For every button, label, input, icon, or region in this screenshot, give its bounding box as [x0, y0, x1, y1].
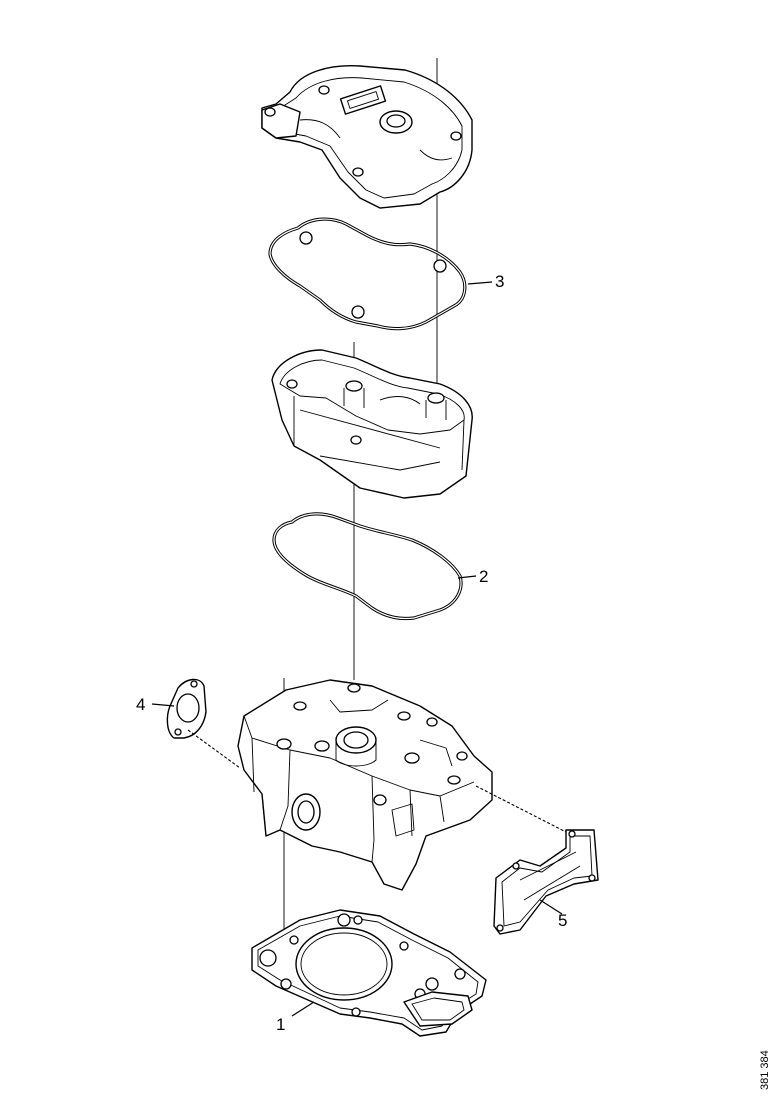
intake-gasket — [166, 678, 241, 769]
valve-cover — [261, 65, 473, 209]
callout-1: 1 — [276, 1015, 285, 1034]
callout-2: 2 — [479, 567, 488, 586]
callout-leaders — [151, 281, 563, 1017]
figure-number: 381 384 — [759, 1050, 771, 1090]
cylinder-head-gasket — [251, 909, 487, 1037]
rocker-housing-gasket — [272, 512, 463, 621]
callout-4: 4 — [136, 695, 145, 714]
callout-3: 3 — [495, 272, 504, 291]
exhaust-manifold-gasket — [475, 785, 599, 935]
valve-cover-gasket — [268, 217, 467, 331]
rocker-housing — [271, 349, 473, 499]
cylinder-head — [237, 679, 493, 891]
callout-5: 5 — [558, 911, 567, 930]
